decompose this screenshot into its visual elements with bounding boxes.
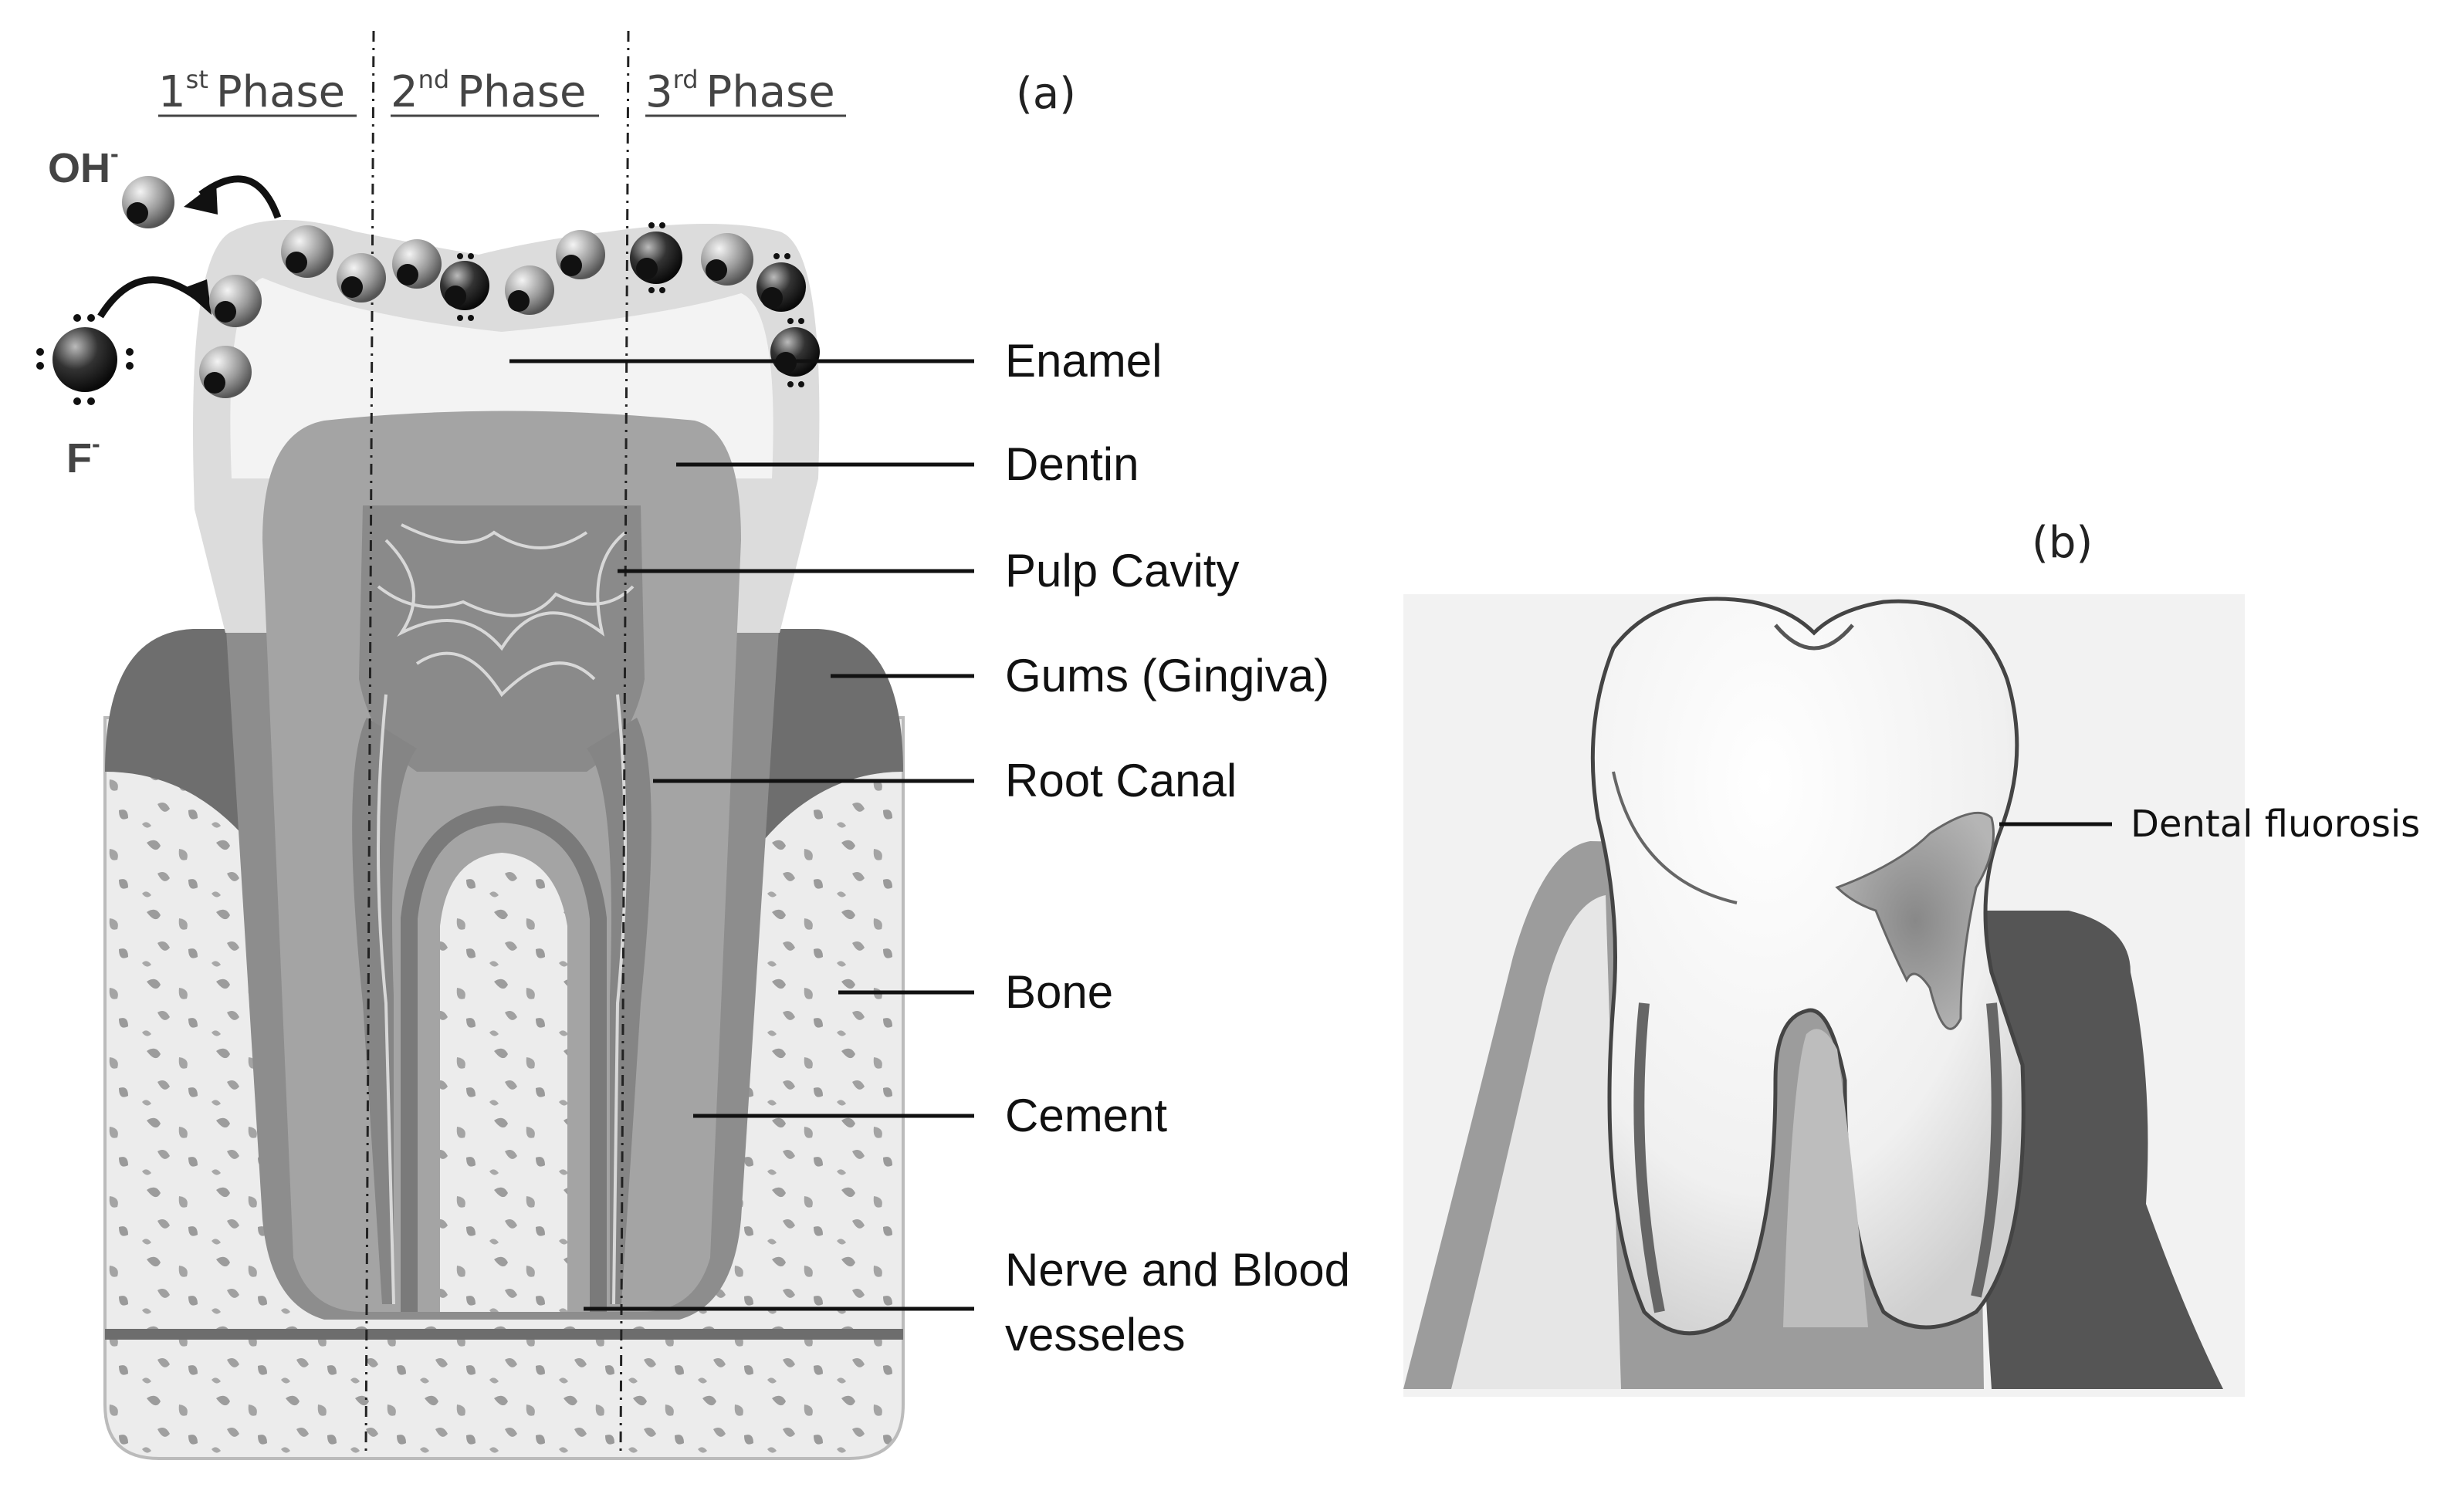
gum-left — [105, 629, 255, 849]
release-arrowhead-icon — [184, 182, 218, 215]
free-fluoride-ball-icon — [36, 314, 134, 405]
label-dental-fluorosis: Dental fluorosis — [2131, 803, 2420, 846]
occlusal-groove — [1774, 624, 1854, 651]
fluorosis-stain — [1835, 811, 1995, 1030]
inter-root-rim — [401, 805, 607, 1312]
molar-tooth — [1590, 597, 2026, 1336]
nerve-band — [105, 1329, 903, 1340]
label-dentin: Dentin — [1005, 438, 1139, 490]
phase-divider-2 — [619, 30, 630, 1452]
gum-tissue — [1976, 911, 2223, 1389]
panel-b-fluorosis-tooth: (b) Dental fluorosis — [1403, 518, 2420, 1397]
panel-a-tag: (a) — [1016, 69, 1076, 119]
uptake-arrowhead-icon — [182, 279, 212, 315]
ion-spheres — [36, 176, 820, 405]
label-root-canal: Root Canal — [1005, 755, 1237, 806]
gum-right — [756, 629, 903, 849]
root-outline — [1633, 1002, 2002, 1313]
label-nerve-line-1: Nerve and Blood — [1005, 1244, 1350, 1296]
label-bone: Bone — [1005, 966, 1113, 1018]
label-pulp-cavity: Pulp Cavity — [1005, 545, 1239, 597]
label-enamel: Enamel — [1005, 335, 1162, 387]
pulp-nerves — [377, 523, 635, 1305]
hydroxide-ion-label: OH- — [48, 140, 119, 191]
panel-b-tag: (b) — [2032, 518, 2093, 568]
fluoride-ion-label: F- — [66, 430, 100, 482]
alveolar-bone-inner — [1451, 895, 1621, 1389]
free-hydroxide-ball-icon — [122, 176, 174, 228]
label-cement: Cement — [1005, 1090, 1167, 1141]
enamel-contour — [1612, 771, 1738, 904]
root-canal-right — [587, 718, 652, 1304]
inter-root-bone — [440, 853, 567, 1312]
label-nerve-line-2: vesseles — [1005, 1309, 1185, 1360]
pulp-cavity — [359, 505, 645, 772]
uptake-arrow-icon — [97, 276, 199, 319]
label-gums: Gums (Gingiva) — [1005, 650, 1329, 701]
inter-root-gap — [1783, 1029, 1868, 1327]
